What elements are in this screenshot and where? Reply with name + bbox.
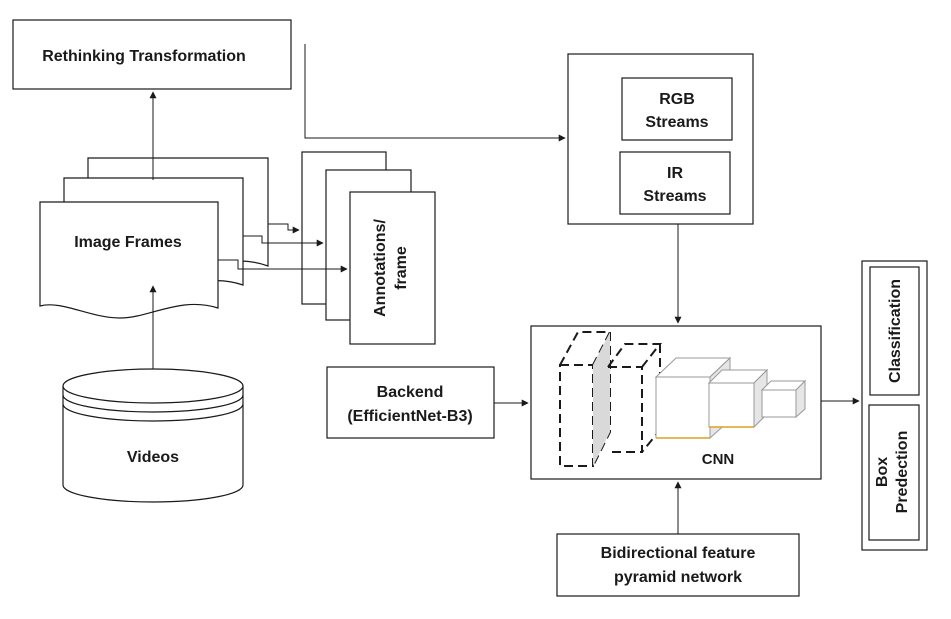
classification-label: Classification [887,279,904,383]
ir-streams-label-line1: IR [667,165,683,182]
box-prediction-label-line2: Predection [894,431,911,514]
bifpn-label-line1: Bidirectional feature [601,545,756,562]
rgb-streams-box [621,77,733,141]
output-panel: Classification Box Predection [861,260,928,551]
rethinking-transformation-node: Rethinking Transformation [12,19,292,90]
box-prediction-label-line1: Box [874,457,891,487]
classification-box [869,266,920,396]
backend-node: Backend (EfficientNet-B3) [326,366,495,439]
annotations-label-line2: frame [393,246,410,290]
backend-label-line2: (EfficientNet-B3) [347,408,472,425]
cnn-node: CNN [530,325,822,480]
rgb-streams-label-line2: Streams [645,114,708,131]
cnn-solid-layer-2 [707,368,769,429]
bifpn-label-line2: pyramid network [614,569,742,586]
cnn-label: CNN [702,451,735,468]
rethinking-transformation-label: Rethinking Transformation [42,48,246,65]
ir-streams-box [619,151,731,215]
image-frames-node: Image Frames [39,157,269,319]
cnn-solid-layer-3 [760,379,807,419]
videos-node: Videos [62,368,244,503]
box-prediction-box [868,404,920,541]
videos-label: Videos [127,449,179,466]
bifpn-node: Bidirectional feature pyramid network [556,533,800,597]
streams-container: RGB Streams IR Streams [567,53,754,225]
arrow-frames-to-annotations-2 [243,235,324,247]
ir-streams-label-line2: Streams [643,188,706,205]
backend-label-line1: Backend [377,384,444,401]
annotations-label-line1: Annotations/ [372,219,389,317]
arrow-rethinking-to-streams [304,44,566,142]
arrow-frames-to-annotations-3 [218,259,348,273]
image-frames-label: Image Frames [74,234,182,251]
rgb-streams-label-line1: RGB [659,91,695,108]
arrow-frames-to-annotations-1 [268,223,300,234]
annotations-node: Annotations/ frame [301,151,436,345]
